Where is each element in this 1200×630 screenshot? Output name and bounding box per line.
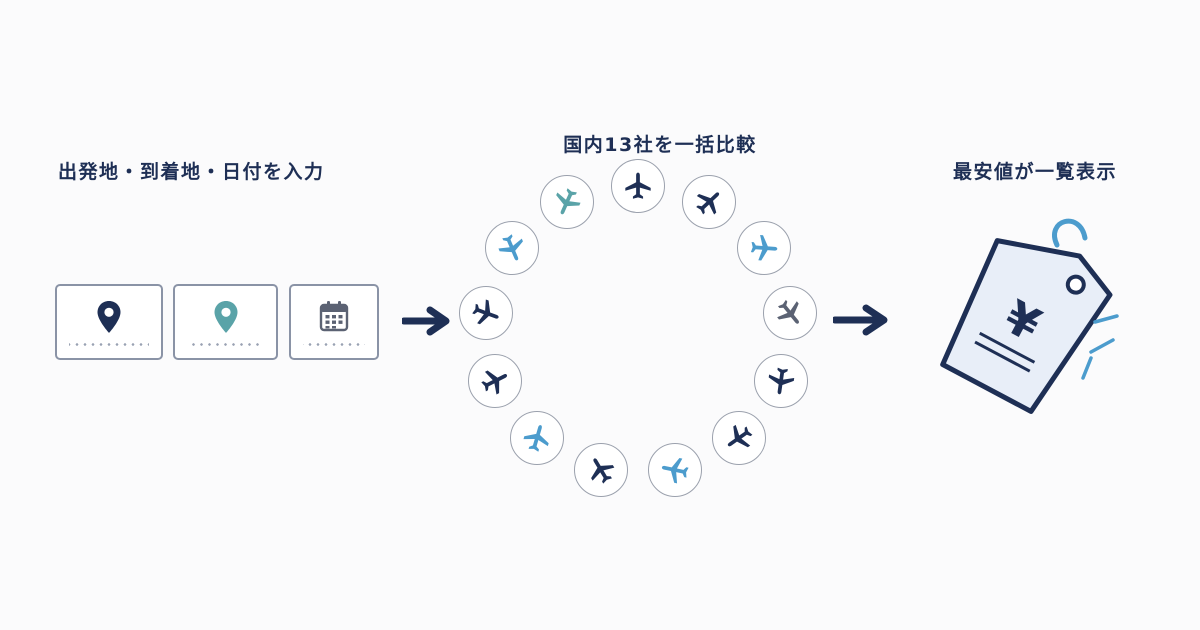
airplane-icon [498,234,524,261]
airline-logo [736,221,791,276]
date-field [289,284,379,360]
destination-field [173,284,278,360]
airplane-icon [472,299,499,324]
step-title-result: 最安値が一覧表示 [952,161,1117,183]
airplane-icon [777,299,799,324]
airplane-icon [523,424,549,452]
airplane-icon [481,370,507,395]
airline-logo [539,175,594,230]
map-pin-icon [214,301,237,333]
airplane-icon [591,458,615,484]
airline-logo [467,354,522,409]
origin-field [55,284,163,360]
calendar-icon [319,301,349,332]
airline-logo [611,159,665,213]
airplane-icon [696,192,720,216]
airplane-icon [750,235,778,261]
map-pin-icon [97,301,121,333]
airline-logo [712,410,767,465]
placeholder-dots [69,343,149,346]
airline-ring [459,159,820,500]
placeholder-dots [303,343,365,346]
airline-logo [762,285,817,340]
airline-logo [754,354,809,409]
airline-logo [574,442,629,497]
airline-logo [647,442,702,497]
airline-logo [509,410,564,465]
airplane-icon [625,172,651,199]
airplane-icon [661,457,689,484]
arrow-right-icon [402,306,450,336]
arrow-right-icon [833,304,888,336]
airplane-icon [768,367,795,395]
airplane-icon [556,188,581,215]
airline-logo [682,175,737,230]
airline-logo [485,221,540,276]
step-title-compare: 国内13社を一括比較 [563,134,757,156]
airplane-icon [728,424,753,448]
step-title-input: 出発地・到着地・日付を入力 [58,161,325,183]
airline-logo [459,285,514,340]
placeholder-dots [187,343,264,346]
price-tag-icon: ¥ [940,218,1119,414]
